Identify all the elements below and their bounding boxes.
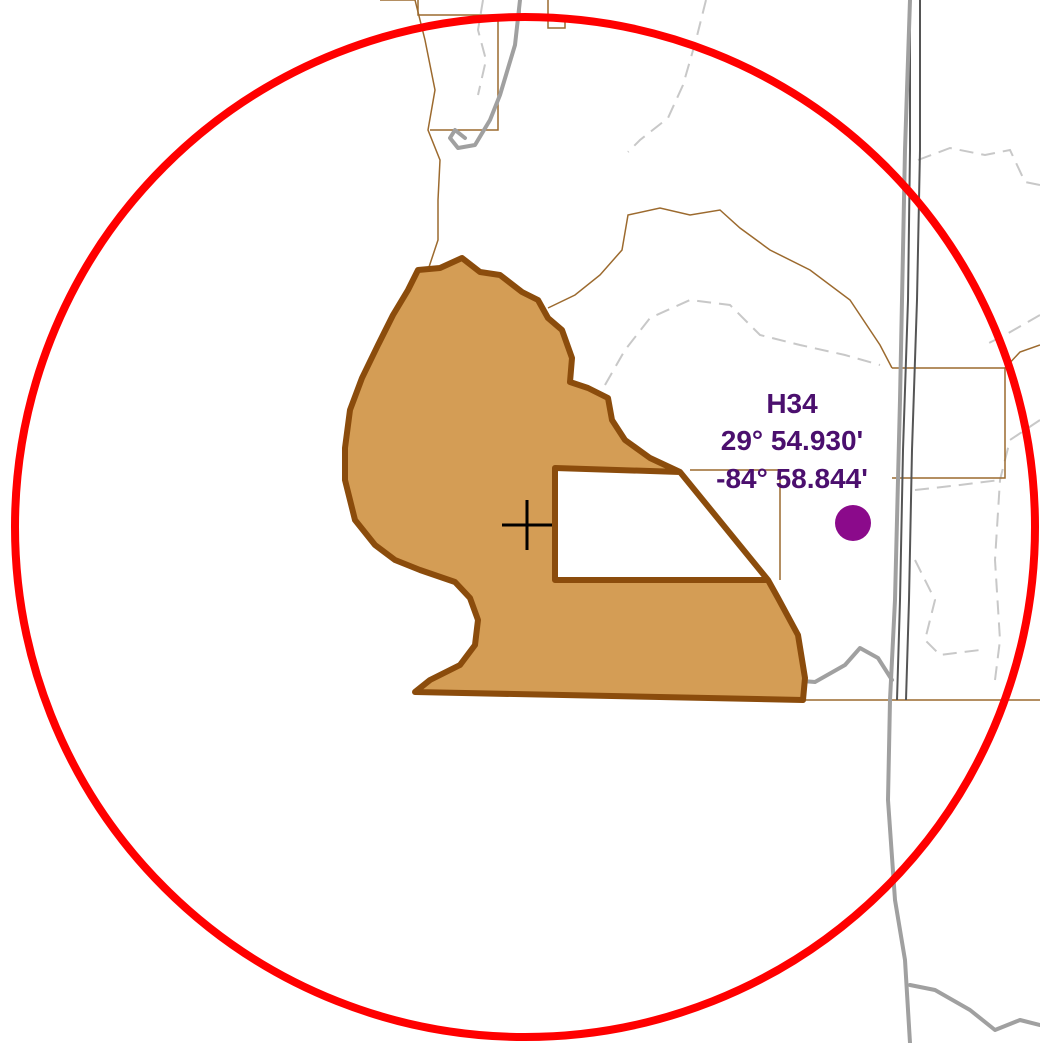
waypoint-longitude: -84° 58.844' bbox=[716, 463, 868, 494]
trail-top-right bbox=[917, 146, 1040, 186]
railway-line-a bbox=[896, 0, 911, 701]
trail-right-bottom bbox=[914, 559, 981, 657]
road-main-south bbox=[886, 0, 912, 1043]
trail-right-mid bbox=[914, 479, 1001, 491]
trail-right-lower bbox=[993, 419, 1040, 681]
trail-middle bbox=[604, 298, 881, 386]
road-south-east bbox=[908, 983, 1040, 1032]
parcel-polygon[interactable] bbox=[342, 255, 808, 703]
parcel-line-inner-box bbox=[690, 469, 781, 580]
railway-line-b bbox=[905, 0, 921, 701]
waypoint-name: H34 bbox=[766, 388, 818, 419]
waypoint-latitude: 29° 54.930' bbox=[721, 425, 863, 456]
waypoint-marker-icon[interactable] bbox=[835, 505, 871, 541]
crosshair-icon bbox=[502, 500, 552, 550]
waypoint-label: H34 29° 54.930' -84° 58.844' bbox=[716, 388, 868, 494]
trail-right-upper bbox=[984, 314, 1040, 346]
road-north bbox=[448, 0, 522, 150]
railway bbox=[896, 0, 921, 701]
trail-top-center bbox=[627, 0, 707, 153]
range-ring bbox=[11, 13, 1039, 1041]
parcel-line-box-east bbox=[892, 367, 1006, 479]
trail-top-left bbox=[476, 0, 488, 96]
parcel-line-curve bbox=[547, 207, 893, 369]
dashed-trails bbox=[476, 0, 1040, 681]
